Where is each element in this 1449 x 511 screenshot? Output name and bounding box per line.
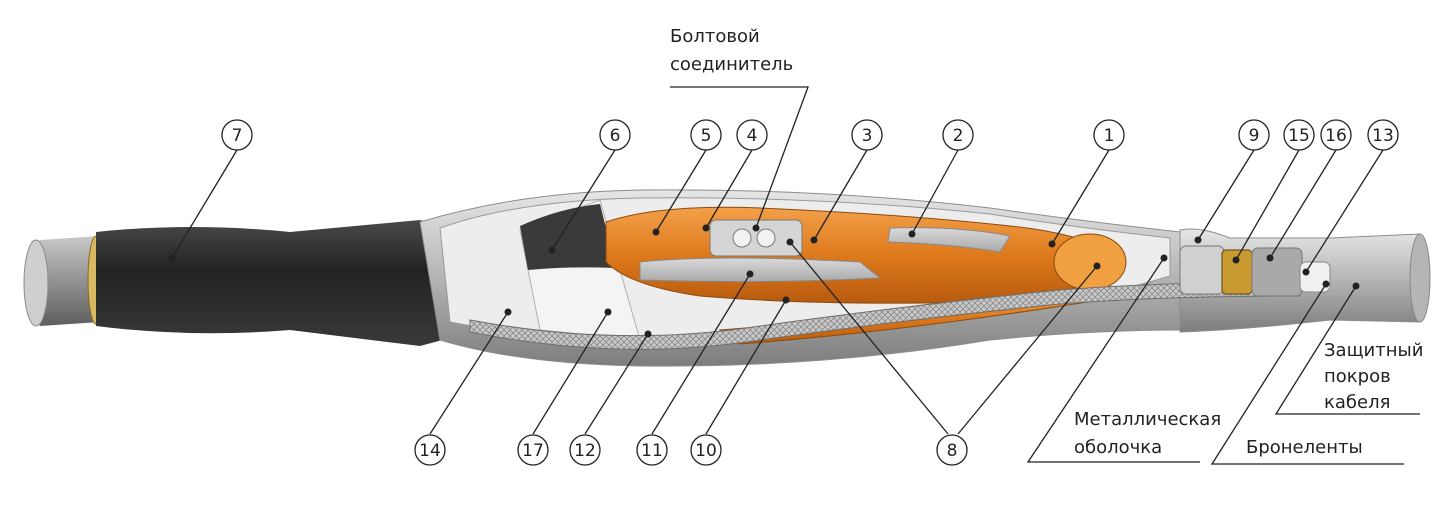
svg-text:11: 11 — [641, 441, 663, 461]
svg-text:17: 17 — [522, 441, 544, 461]
callout-10: 10 — [691, 435, 721, 465]
label-metal-sheath-line1: Металлическая — [1074, 409, 1221, 430]
callout-17: 17 — [518, 435, 548, 465]
svg-text:13: 13 — [1372, 126, 1394, 146]
callout-7: 7 — [222, 120, 252, 150]
label-metal-sheath-line2: оболочка — [1074, 437, 1162, 458]
label-bolt-connector-line1: Болтовой — [670, 26, 760, 47]
svg-text:4: 4 — [747, 126, 758, 146]
callout-9: 9 — [1239, 120, 1269, 150]
callout-11: 11 — [637, 435, 667, 465]
callout-2: 2 — [943, 120, 973, 150]
left-cable-face — [24, 240, 48, 326]
callout-6: 6 — [600, 120, 630, 150]
svg-text:15: 15 — [1288, 126, 1310, 146]
callout-12: 12 — [570, 435, 600, 465]
callout-1: 1 — [1094, 120, 1124, 150]
svg-text:7: 7 — [232, 126, 243, 146]
svg-text:8: 8 — [947, 441, 958, 461]
label-protective-cover-line3: кабеля — [1324, 392, 1390, 413]
label-armor-tapes: Бронеленты — [1246, 437, 1363, 458]
label-protective-cover-line2: покров — [1324, 366, 1391, 387]
svg-text:3: 3 — [862, 126, 873, 146]
svg-text:16: 16 — [1325, 126, 1347, 146]
svg-text:5: 5 — [701, 126, 712, 146]
label-bolt-connector-line2: соединитель — [670, 54, 793, 75]
svg-text:2: 2 — [953, 126, 964, 146]
svg-text:6: 6 — [610, 126, 621, 146]
dark-tube — [96, 220, 450, 346]
label-protective-cover-line1: Защитный — [1324, 340, 1423, 361]
svg-text:10: 10 — [695, 441, 717, 461]
svg-text:9: 9 — [1249, 126, 1260, 146]
callout-3: 3 — [852, 120, 882, 150]
callout-15: 15 — [1284, 120, 1314, 150]
callout-5: 5 — [691, 120, 721, 150]
callout-13: 13 — [1368, 120, 1398, 150]
callout-14: 14 — [415, 435, 445, 465]
svg-text:12: 12 — [574, 441, 596, 461]
callout-8: 8 — [937, 435, 967, 465]
svg-text:14: 14 — [419, 441, 441, 461]
svg-text:1: 1 — [1104, 126, 1115, 146]
joint-illustration — [24, 190, 1430, 366]
callout-4: 4 — [737, 120, 767, 150]
callout-16: 16 — [1321, 120, 1351, 150]
